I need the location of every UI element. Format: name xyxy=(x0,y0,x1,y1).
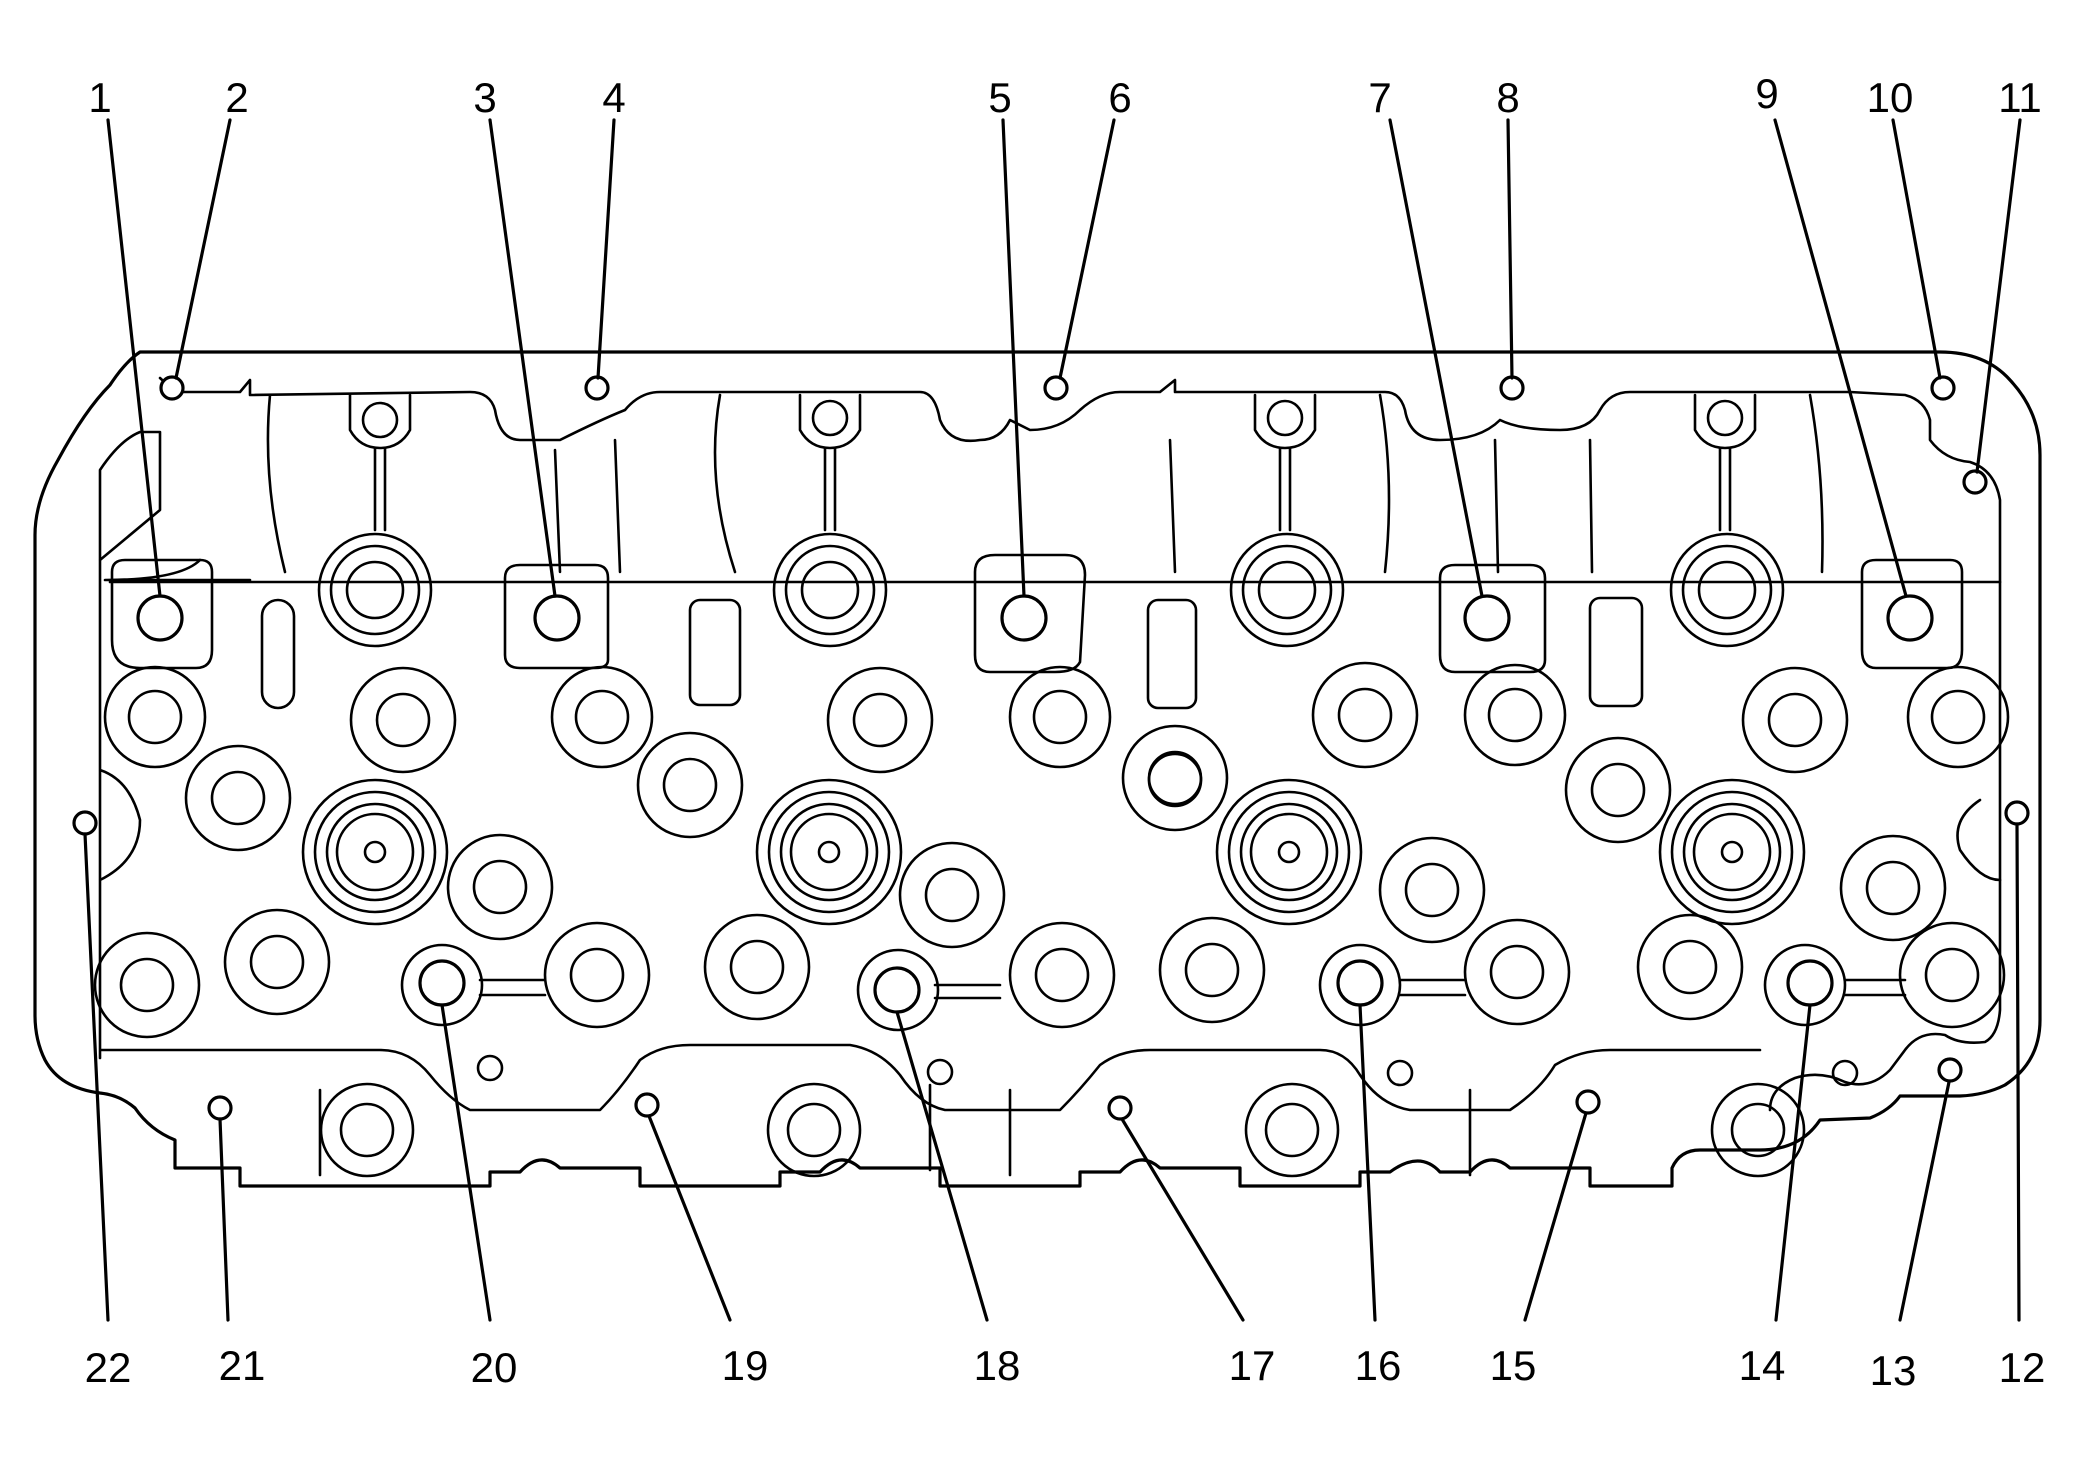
label-16: 16 xyxy=(1355,1342,1402,1389)
head-inner-lower-edge xyxy=(98,430,1762,1112)
leader-2 xyxy=(174,118,232,380)
slot-1 xyxy=(260,598,296,710)
leader-3 xyxy=(488,118,557,598)
leader-1 xyxy=(106,118,162,598)
label-6: 6 xyxy=(1108,74,1131,121)
leader-16 xyxy=(1358,1003,1377,1322)
label-7: 7 xyxy=(1368,74,1391,121)
label-13: 13 xyxy=(1870,1347,1917,1394)
label-9: 9 xyxy=(1755,70,1778,117)
bolt-hole-11 xyxy=(1962,469,1988,495)
bolt-hole-2 xyxy=(159,375,185,401)
port-curves xyxy=(266,393,1824,574)
label-11: 11 xyxy=(1998,74,2042,121)
slot-3 xyxy=(1146,598,1198,710)
leader-17 xyxy=(1120,1117,1245,1322)
leader-7 xyxy=(1388,118,1484,598)
bolt-hole-1 xyxy=(136,594,184,642)
label-22: 22 xyxy=(85,1344,132,1391)
top-lobes xyxy=(348,393,1757,532)
slot-4 xyxy=(1588,596,1644,708)
leader-8 xyxy=(1506,118,1514,380)
leader-12 xyxy=(2015,822,2021,1322)
bolt-hole-17 xyxy=(1107,1095,1133,1121)
leader-4 xyxy=(596,118,616,380)
leader-5 xyxy=(1001,118,1026,598)
leader-15 xyxy=(1523,1111,1588,1322)
label-5: 5 xyxy=(988,74,1011,121)
leader-18 xyxy=(895,1010,989,1322)
head-inner-upper-edge xyxy=(158,376,2002,1112)
injector-bores xyxy=(301,778,1806,926)
head-inner-mid-line xyxy=(1956,798,2002,882)
bolt-hole-9 xyxy=(1886,594,1934,642)
bolt-holes xyxy=(72,375,2030,1121)
head-outer-outline xyxy=(33,350,2042,1188)
bolt-hole-20 xyxy=(418,959,466,1007)
leader-22 xyxy=(83,832,110,1322)
upper-valves xyxy=(317,532,1785,648)
bolt-hole-5 xyxy=(1000,594,1048,642)
label-1: 1 xyxy=(88,74,111,121)
bolt-hole-4 xyxy=(584,375,610,401)
leader-11 xyxy=(1975,118,2022,474)
valve-seats xyxy=(93,661,2010,1039)
bolt-hole-18 xyxy=(873,966,921,1014)
cylinder-head xyxy=(33,350,2042,1188)
label-2: 2 xyxy=(225,74,248,121)
label-12: 12 xyxy=(1999,1344,2046,1391)
label-4: 4 xyxy=(602,74,625,121)
leader-lines xyxy=(83,118,2022,1322)
rocker-pedestals xyxy=(110,393,1964,710)
leader-19 xyxy=(647,1114,732,1322)
leader-6 xyxy=(1058,118,1116,380)
leader-21 xyxy=(218,1117,230,1322)
bolt-hole-6 xyxy=(1043,375,1069,401)
label-14: 14 xyxy=(1739,1342,1786,1389)
boss-1 xyxy=(110,558,214,670)
leader-20 xyxy=(440,1003,492,1322)
bolt-hole-16 xyxy=(1336,959,1384,1007)
label-19: 19 xyxy=(722,1342,769,1389)
bolt-hole-19 xyxy=(634,1092,660,1118)
label-18: 18 xyxy=(974,1342,1021,1389)
bolt-hole-8 xyxy=(1499,375,1525,401)
label-17: 17 xyxy=(1229,1342,1276,1389)
slot-2 xyxy=(688,598,742,707)
bolt-hole-15 xyxy=(1575,1089,1601,1115)
leader-10 xyxy=(1891,118,1942,380)
boss-5 xyxy=(973,553,1087,674)
leader-13 xyxy=(1898,1080,1951,1322)
bolt-hole-22 xyxy=(72,810,98,836)
boss-7 xyxy=(1438,563,1547,674)
bolt-hole-7 xyxy=(1463,594,1511,642)
bolt-hole-14 xyxy=(1786,959,1834,1007)
bolt-hole-10 xyxy=(1930,375,1956,401)
leader-9 xyxy=(1773,118,1908,598)
boss-9 xyxy=(1860,558,1964,670)
label-21: 21 xyxy=(219,1342,266,1389)
head-manifold-line xyxy=(103,558,2002,584)
bolt-hole-13 xyxy=(1937,1057,1963,1083)
bottom-ports xyxy=(318,1054,1859,1178)
bolt-hole-21 xyxy=(207,1095,233,1121)
label-8: 8 xyxy=(1496,74,1519,121)
callout-labels: 1 2 3 4 5 6 7 8 9 10 11 12 13 14 15 16 1… xyxy=(85,70,2046,1394)
valve-rings xyxy=(93,532,2010,1178)
label-20: 20 xyxy=(471,1344,518,1391)
leader-14 xyxy=(1774,1003,1812,1322)
bolt-hole-12 xyxy=(2004,800,2030,826)
label-10: 10 xyxy=(1867,74,1914,121)
boss-3 xyxy=(503,563,610,670)
bolt-hole-3 xyxy=(533,594,581,642)
label-3: 3 xyxy=(473,74,496,121)
label-15: 15 xyxy=(1490,1342,1537,1389)
